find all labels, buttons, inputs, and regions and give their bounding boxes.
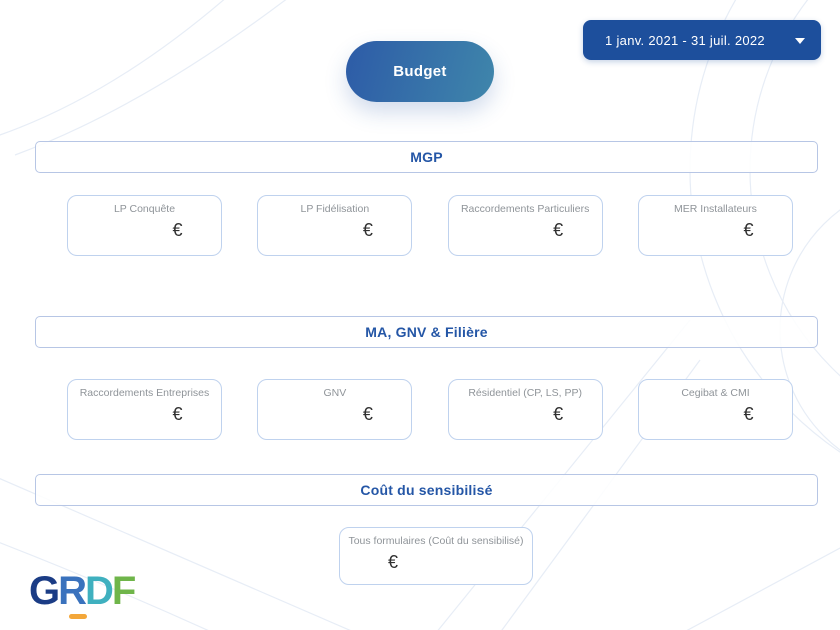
- kpi-card[interactable]: Tous formulaires (Coût du sensibilisé) €: [339, 527, 533, 585]
- kpi-card-label: LP Fidélisation: [300, 203, 370, 215]
- grdf-logo-letters: GRDF: [29, 569, 136, 613]
- logo-letter: D: [85, 569, 114, 613]
- kpi-card-label: Cegibat & CMI: [681, 387, 750, 399]
- kpi-card[interactable]: Raccordements Entreprises €: [67, 379, 222, 440]
- section-title: MA, GNV & Filière: [365, 324, 488, 340]
- logo-letter: F: [111, 569, 136, 613]
- kpi-card-euro-value: €: [553, 220, 564, 240]
- date-range-value: 1 janv. 2021 - 31 juil. 2022: [605, 32, 765, 48]
- section-header: Coût du sensibilisé: [35, 474, 818, 506]
- kpi-card[interactable]: GNV €: [257, 379, 413, 440]
- kpi-card[interactable]: Raccordements Particuliers €: [447, 195, 603, 256]
- kpi-card[interactable]: Résidentiel (CP, LS, PP) €: [447, 379, 603, 440]
- kpi-card-label: GNV: [323, 387, 347, 399]
- grdf-logo: GRDF: [29, 569, 139, 619]
- section-header: MA, GNV & Filière: [35, 316, 818, 348]
- kpi-card[interactable]: MER Installateurs €: [637, 195, 793, 256]
- kpi-card-label: Tous formulaires (Coût du sensibilisé): [348, 535, 524, 547]
- kpi-card-label: Raccordements Entreprises: [79, 387, 210, 399]
- caret-down-icon: [795, 38, 805, 44]
- section-title: MGP: [410, 149, 443, 165]
- decor-curve: [14, 0, 287, 156]
- decor-line: [686, 547, 840, 630]
- kpi-card-euro-value: €: [172, 220, 183, 240]
- card-row: Tous formulaires (Coût du sensibilisé) €: [339, 527, 533, 585]
- kpi-card-label: LP Conquête: [113, 203, 176, 215]
- card-row: LP Conquête € LP Fidélisation € Raccorde…: [67, 195, 793, 256]
- logo-underline: [69, 614, 87, 619]
- kpi-card[interactable]: LP Conquête €: [67, 195, 222, 256]
- kpi-card-label: MER Installateurs: [674, 203, 757, 215]
- kpi-card-euro-value: €: [172, 404, 183, 424]
- kpi-card-euro-value: €: [743, 220, 754, 240]
- kpi-card[interactable]: Cegibat & CMI €: [637, 379, 793, 440]
- section-title: Coût du sensibilisé: [360, 482, 493, 498]
- logo-letter: R: [58, 569, 87, 613]
- kpi-card-label: Raccordements Particuliers: [460, 203, 590, 215]
- decor-curve: [0, 0, 225, 136]
- logo-letter: G: [29, 569, 60, 613]
- kpi-card-euro-value: €: [743, 404, 754, 424]
- kpi-card-label: Résidentiel (CP, LS, PP): [468, 387, 582, 399]
- kpi-card-euro-value: €: [387, 552, 398, 572]
- budget-button[interactable]: Budget: [346, 41, 494, 102]
- kpi-card[interactable]: LP Fidélisation €: [257, 195, 413, 256]
- kpi-card-euro-value: €: [362, 220, 373, 240]
- card-row: Raccordements Entreprises € GNV € Réside…: [67, 379, 793, 440]
- date-range-dropdown[interactable]: 1 janv. 2021 - 31 juil. 2022: [583, 20, 821, 60]
- kpi-card-euro-value: €: [362, 404, 373, 424]
- kpi-card-euro-value: €: [553, 404, 564, 424]
- section-header: MGP: [35, 141, 818, 173]
